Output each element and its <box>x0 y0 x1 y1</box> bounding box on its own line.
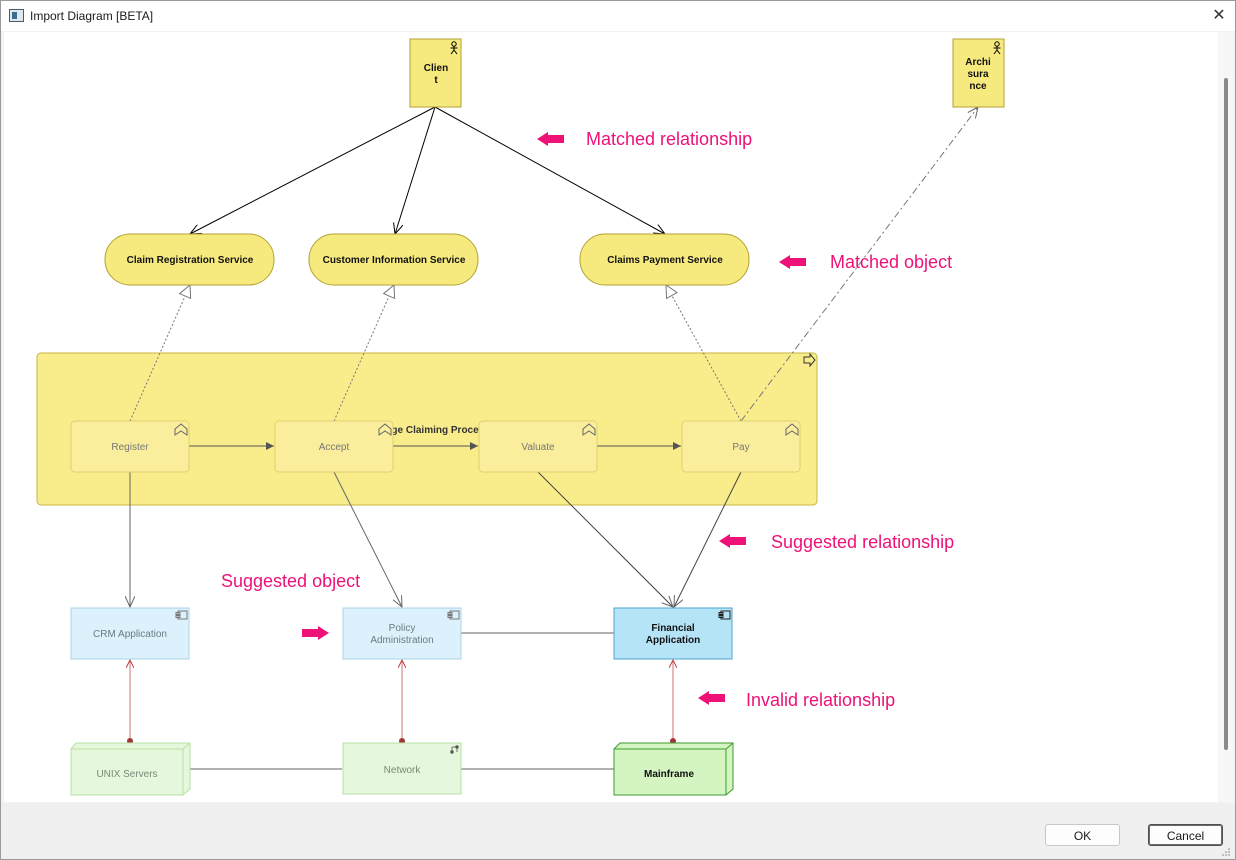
pointer-arrow-icon <box>719 534 746 548</box>
process-step-icon <box>174 423 188 436</box>
realization-pay-claims-payment <box>666 285 742 422</box>
pointer-arrow-icon <box>302 626 329 640</box>
annotation-matched-object: Matched object <box>779 252 952 272</box>
annotation-invalid-relationship: Invalid relationship <box>698 690 895 710</box>
service-customer-information[interactable]: Customer Information Service <box>308 233 479 286</box>
process-step-label: Accept <box>319 442 350 453</box>
annotation-text: Suggested object <box>221 571 360 591</box>
window-title: Import Diagram [BETA] <box>30 9 154 23</box>
process-step-icon <box>785 423 799 436</box>
process-step-valuate[interactable]: Valuate <box>478 420 598 473</box>
close-icon[interactable]: ✕ <box>1212 7 1226 24</box>
diagram-canvas[interactable]: Damage Claiming Process <box>4 32 1218 802</box>
application-label-line2: Application <box>646 635 700 646</box>
actor-client[interactable]: Clien t <box>409 38 462 108</box>
process-step-label: Pay <box>732 442 749 453</box>
node-network[interactable]: Network <box>342 742 462 795</box>
actor-client-name-part2: t <box>434 75 438 86</box>
annotation-suggested-object: Suggested object <box>221 571 360 640</box>
process-name: Damage Claiming Process <box>364 425 490 436</box>
pointer-arrow-icon <box>779 255 806 269</box>
relationship-accept-policy <box>333 471 402 607</box>
annotation-suggested-relationship: Suggested relationship <box>719 532 954 552</box>
app-window-icon <box>9 9 24 22</box>
actor-icon <box>993 41 1001 55</box>
application-financial[interactable]: Financial Application <box>613 607 733 660</box>
process-step-icon <box>378 423 392 436</box>
component-icon <box>175 610 188 620</box>
process-step-accept[interactable]: Accept <box>274 420 394 473</box>
application-label-line1: Financial <box>651 623 695 634</box>
service-label: Claims Payment Service <box>607 255 723 266</box>
relationship-pay-archisurance <box>740 107 978 422</box>
actor-icon <box>450 41 458 55</box>
actor-archisurance-name-part3: nce <box>969 81 987 92</box>
pointer-arrow-icon <box>537 132 564 146</box>
relationships <box>129 106 978 770</box>
application-crm[interactable]: CRM Application <box>70 607 190 660</box>
relationship-pay-financial <box>674 471 742 607</box>
resize-grip-icon[interactable] <box>1221 847 1231 857</box>
annotation-text: Suggested relationship <box>771 532 954 552</box>
application-label-line1: Policy <box>389 623 416 634</box>
process-step-icon <box>582 423 596 436</box>
application-label-line2: Administration <box>370 635 433 646</box>
service-claims-payment[interactable]: Claims Payment Service <box>579 233 750 286</box>
component-icon <box>447 610 460 620</box>
component-icon <box>718 610 731 620</box>
relationship-valuate-financial <box>537 471 673 607</box>
service-claim-registration[interactable]: Claim Registration Service <box>104 233 275 286</box>
node-mainframe[interactable]: Mainframe <box>613 742 734 796</box>
network-icon <box>450 745 459 754</box>
vertical-scrollbar[interactable] <box>1219 32 1233 802</box>
annotation-text: Matched relationship <box>586 129 752 149</box>
process-group[interactable]: Damage Claiming Process <box>36 352 818 506</box>
node-unix-servers[interactable]: UNIX Servers <box>70 742 191 796</box>
node-label: UNIX Servers <box>96 769 157 780</box>
annotation-text: Matched object <box>830 252 952 272</box>
actor-archisurance-name-part2: sura <box>967 69 989 80</box>
application-policy-administration[interactable]: Policy Administration <box>342 607 462 660</box>
relationship-client-claims-payment <box>434 106 665 234</box>
relationship-client-claim-registration <box>190 106 436 234</box>
relationship-client-customer-information <box>395 106 436 234</box>
pointer-arrow-icon <box>698 691 725 705</box>
process-step-label: Register <box>111 442 149 453</box>
realization-accept-customer-information <box>333 285 394 422</box>
title-bar: Import Diagram [BETA] ✕ <box>1 1 1235 31</box>
node-label: Mainframe <box>644 769 694 780</box>
actor-archisurance-name-part1: Archi <box>965 57 991 68</box>
actor-client-name-part1: Clien <box>424 63 448 74</box>
process-step-label: Valuate <box>521 442 555 453</box>
dialog-footer: OK Cancel <box>1 803 1235 859</box>
actor-archisurance[interactable]: Archi sura nce <box>952 38 1005 108</box>
process-step-pay[interactable]: Pay <box>681 420 801 473</box>
annotation-matched-relationship: Matched relationship <box>537 129 752 149</box>
realization-register-claim-registration <box>129 285 190 422</box>
node-label: Network <box>384 765 422 776</box>
scrollbar-thumb[interactable] <box>1224 78 1228 750</box>
cancel-button[interactable]: Cancel <box>1148 824 1223 846</box>
process-arrow-icon <box>803 352 816 368</box>
service-label: Claim Registration Service <box>127 255 254 266</box>
service-label: Customer Information Service <box>323 255 466 266</box>
ok-button[interactable]: OK <box>1045 824 1120 846</box>
annotation-text: Invalid relationship <box>746 690 895 710</box>
process-step-register[interactable]: Register <box>70 420 190 473</box>
application-label: CRM Application <box>93 629 167 640</box>
